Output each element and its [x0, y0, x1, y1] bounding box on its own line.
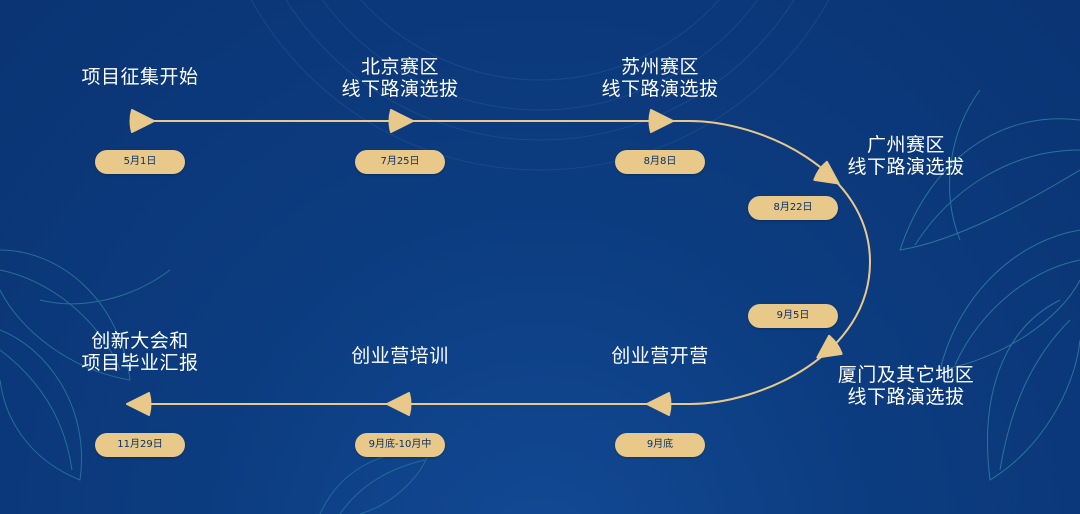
arrow-marker-icon: [386, 392, 412, 416]
milestone-label-start: 项目征集开始: [81, 66, 198, 88]
milestone-label-xiamen: 厦门及其它地区线下路演选拔: [838, 364, 975, 408]
milestone-date-final: 11月29日: [95, 433, 185, 457]
arrow-marker-icon: [126, 392, 152, 416]
arrow-marker-icon: [388, 109, 414, 133]
milestone-label-final: 创新大会和项目毕业汇报: [81, 330, 198, 374]
milestone-label-line: 苏州赛区: [620, 56, 700, 78]
arrow-marker-icon: [816, 334, 843, 359]
milestone-label-line: 线下路演选拔: [847, 386, 965, 408]
milestone-label-line: 创新大会和: [91, 330, 189, 352]
arrow-marker-icon: [646, 392, 672, 416]
milestone-date-beijing: 7月25日: [355, 150, 445, 174]
milestone-label-line: 线下路演选拔: [601, 78, 719, 100]
leaf-right-icon: [899, 89, 1080, 481]
milestone-date-xiamen: 9月5日: [748, 304, 838, 328]
milestone-label-suzhou: 苏州赛区线下路演选拔: [601, 56, 718, 100]
milestone-date-guangzhou: 8月22日: [748, 196, 838, 220]
milestone-date-camp-training: 9月底-10月中: [355, 433, 445, 457]
arrow-marker-icon: [129, 109, 155, 133]
milestone-label-line: 创业营开营: [611, 345, 709, 367]
milestone-label-line: 项目毕业汇报: [81, 352, 199, 374]
milestone-label-line: 线下路演选拔: [341, 78, 459, 100]
milestone-label-line: 项目征集开始: [81, 66, 199, 88]
milestone-label-guangzhou: 广州赛区线下路演选拔: [847, 134, 964, 178]
milestone-label-line: 厦门及其它地区: [837, 364, 975, 386]
milestone-label-camp-training: 创业营培训: [351, 345, 449, 367]
arrow-marker-icon: [813, 160, 840, 185]
milestone-label-line: 线下路演选拔: [847, 156, 965, 178]
arrow-marker-icon: [648, 109, 674, 133]
milestone-label-line: 创业营培训: [351, 345, 449, 367]
milestone-date-camp-open: 9月底: [615, 433, 705, 457]
milestone-label-line: 广州赛区: [866, 134, 946, 156]
milestone-label-beijing: 北京赛区线下路演选拔: [341, 56, 458, 100]
arc-lines: [250, 0, 830, 171]
milestone-date-start: 5月1日: [95, 150, 185, 174]
leaf-left-icon: [0, 249, 171, 481]
timeline-path: [138, 120, 872, 405]
milestone-date-suzhou: 8月8日: [615, 150, 705, 174]
milestone-label-camp-open: 创业营开营: [611, 345, 709, 367]
milestone-label-line: 北京赛区: [360, 56, 440, 78]
